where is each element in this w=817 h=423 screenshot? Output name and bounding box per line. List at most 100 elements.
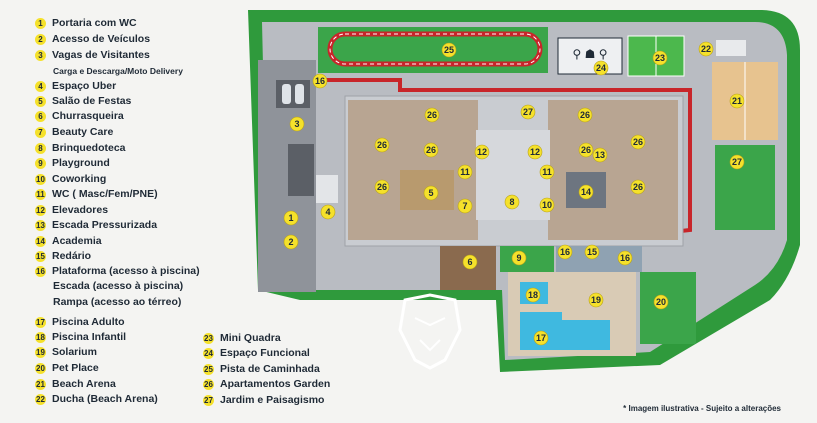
svg-text:12: 12 [530, 147, 540, 157]
legend-number-badge: 7 [35, 126, 46, 138]
svg-text:16: 16 [620, 253, 630, 263]
legend-number-badge: 8 [35, 142, 46, 154]
svg-text:16: 16 [560, 247, 570, 257]
marker-12: 12 [527, 144, 543, 160]
legend-label: Mini Quadra [220, 332, 281, 344]
marker-26: 26 [424, 107, 440, 123]
svg-text:15: 15 [587, 247, 597, 257]
marker-2: 2 [283, 234, 299, 250]
functional-space [557, 37, 623, 75]
svg-text:5: 5 [428, 188, 433, 198]
svg-text:26: 26 [581, 145, 591, 155]
legend-label: Piscina Infantil [52, 331, 127, 343]
legend-item: 16 Plataforma (acesso à piscina) [35, 264, 200, 278]
marker-25: 25 [441, 42, 457, 58]
svg-text:4: 4 [325, 207, 330, 217]
svg-text:7: 7 [462, 201, 467, 211]
legend-item: 26 Apartamentos Garden [203, 377, 330, 391]
legend-number-badge: 27 [203, 394, 214, 406]
legend-label: Apartamentos Garden [220, 378, 331, 390]
car-icon [295, 84, 304, 104]
legend-label: Pista de Caminhada [220, 363, 320, 375]
marker-16: 16 [312, 73, 328, 89]
legend-number-badge: 3 [35, 49, 46, 61]
legend-label: Vagas de Visitantes [52, 49, 150, 61]
marker-26: 26 [630, 134, 646, 150]
legend-label: Playground [52, 157, 110, 169]
marker-10: 10 [539, 197, 555, 213]
garden-right [715, 145, 775, 230]
legend-number-badge: 12 [35, 204, 46, 216]
legend-label: Churrasqueira [52, 110, 124, 122]
legend-number-badge: 6 [35, 110, 46, 122]
svg-text:27: 27 [523, 107, 533, 117]
legend-sublabel: Escada (acesso à piscina) [53, 280, 184, 292]
svg-text:10: 10 [542, 200, 552, 210]
marker-17: 17 [533, 330, 549, 346]
marker-27: 27 [520, 104, 536, 120]
legend-item: 9 Playground [35, 156, 110, 170]
legend-number-badge: 1 [35, 17, 46, 29]
car-icon [282, 84, 291, 104]
svg-text:26: 26 [377, 182, 387, 192]
legend-label: Solarium [52, 346, 97, 358]
svg-text:11: 11 [542, 167, 552, 177]
legend-label: Plataforma (acesso à piscina) [52, 265, 200, 277]
legend-number-badge: 21 [35, 378, 46, 390]
legend-label: Beach Arena [52, 378, 116, 390]
svg-text:26: 26 [377, 140, 387, 150]
svg-text:26: 26 [633, 137, 643, 147]
marker-26: 26 [577, 107, 593, 123]
legend-number-badge: 23 [203, 332, 214, 344]
svg-text:23: 23 [655, 53, 665, 63]
legend-number-badge: 19 [35, 346, 46, 358]
legend-item: 15 Redário [35, 249, 91, 263]
legend-label: Redário [52, 250, 92, 262]
marker-19: 19 [588, 292, 604, 308]
legend-number-badge: 9 [35, 157, 46, 169]
svg-text:9: 9 [516, 253, 521, 263]
svg-text:27: 27 [732, 157, 742, 167]
legend-number-badge: 14 [35, 235, 46, 247]
legend-label: Brinquedoteca [52, 142, 126, 154]
svg-text:1: 1 [288, 213, 293, 223]
legend-number-badge: 18 [35, 331, 46, 343]
marker-27: 27 [729, 154, 745, 170]
marker-26: 26 [374, 179, 390, 195]
marker-5: 5 [423, 185, 439, 201]
legend-label: Espaço Uber [52, 80, 117, 92]
svg-text:25: 25 [444, 45, 454, 55]
svg-text:3: 3 [294, 119, 299, 129]
legend-item: 23 Mini Quadra [203, 331, 281, 345]
visitor-parking [276, 80, 310, 108]
uber-space [316, 175, 338, 203]
legend-number-badge: 26 [203, 378, 214, 390]
marker-20: 20 [653, 294, 669, 310]
marker-12: 12 [474, 144, 490, 160]
marker-9: 9 [511, 250, 527, 266]
legend-number-badge: 16 [35, 265, 46, 277]
legend-number-badge: 15 [35, 250, 46, 262]
svg-text:26: 26 [427, 110, 437, 120]
marker-8: 8 [504, 194, 520, 210]
svg-text:19: 19 [591, 295, 601, 305]
legend-number-badge: 5 [35, 95, 46, 107]
legend-sublabel: Carga e Descarga/Moto Delivery [53, 66, 183, 76]
svg-text:26: 26 [426, 145, 436, 155]
marker-24: 24 [593, 60, 609, 76]
marker-22: 22 [698, 41, 714, 57]
legend-label: Jardim e Paisagismo [220, 394, 325, 406]
legend-sublabel: Rampa (acesso ao térreo) [53, 296, 182, 308]
plan-markers: 1 2 3 4 5 6 7 8 9 10 11 11 12 12 13 14 1… [283, 41, 745, 346]
marker-26: 26 [374, 137, 390, 153]
svg-text:11: 11 [460, 167, 470, 177]
marker-11: 11 [457, 164, 473, 180]
legend-label: Coworking [52, 173, 107, 185]
